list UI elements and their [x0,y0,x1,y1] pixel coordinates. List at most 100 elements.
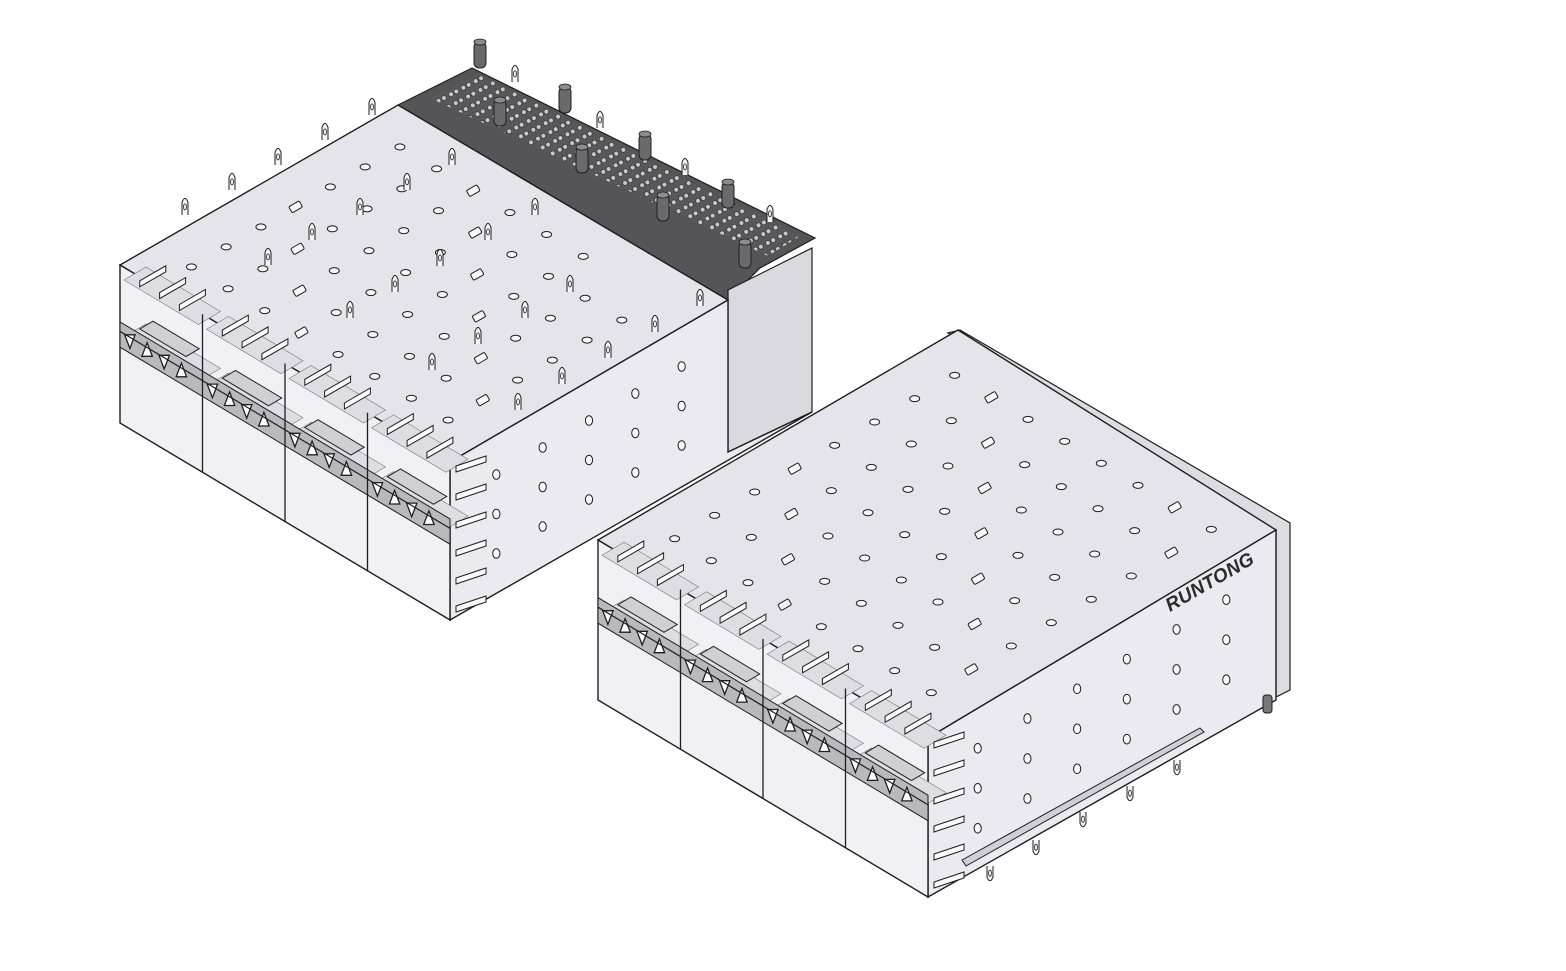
vent-hole [1059,437,1071,445]
side-hole [677,440,686,451]
vent-slot [290,242,305,255]
vent-hole [332,350,344,358]
press-fit-pins-bottom [986,760,1181,882]
vent-hole [892,621,904,629]
rear-pin-field [430,74,800,256]
emi-spring-slot [343,387,371,410]
emi-spring-slot [637,551,665,575]
emi-spring-slot [699,589,727,613]
vent-hole [825,487,837,495]
vent-hole [829,441,841,449]
guide-post-top [721,178,735,186]
press-fit-pin [1032,840,1040,856]
vent-slot [1164,546,1179,559]
vent-hole [815,623,827,631]
flange-slot [933,731,965,749]
vent-hole [506,250,518,258]
press-fit-pin-eye [438,254,442,262]
guide-post [738,241,752,269]
press-fit-pin [436,248,444,266]
press-fit-pin-eye [486,228,490,236]
vent-hole [220,243,232,251]
vent-hole [1052,528,1064,536]
guide-post [558,86,572,114]
vent-hole [369,372,381,380]
side-hole [538,442,547,453]
vent-slot [468,226,483,239]
vent-hole [512,376,524,384]
vent-hole [438,332,450,340]
press-fit-pin [766,204,774,222]
vent-hole [546,356,558,364]
vent-hole [328,267,340,275]
row-divider [119,330,451,529]
press-fit-pin-eye [450,153,454,161]
press-fit-pin [1079,812,1087,828]
vent-hole [949,371,961,379]
vent-hole [398,227,410,235]
vent-hole [709,511,721,519]
press-fit-pin-eye [683,163,687,171]
vent-slot [470,268,484,281]
side-hole [1172,624,1181,635]
vent-hole [935,553,947,561]
press-fit-pin-eye [533,203,537,211]
guide-post [575,146,589,174]
press-fit-pin [531,197,539,215]
vent-hole [1055,483,1067,491]
emi-spring-slot [904,712,932,735]
side-hole [677,361,686,372]
vent-slot [292,284,307,297]
cage-left [118,38,817,622]
vent-hole [742,579,754,587]
vent-hole [1095,459,1107,467]
vent-hole [865,463,877,471]
guide-post-top [493,96,507,104]
press-fit-pin-eye [476,332,480,340]
vent-hole [255,223,267,231]
port-grid-right [597,540,947,848]
side-hole [1073,683,1082,695]
press-fit-pin [428,352,436,370]
vent-holes-right [669,371,1231,889]
guide-post [721,181,735,209]
side-rail [961,727,1205,867]
emi-spring-slot [617,540,645,563]
side-hole [1222,674,1231,686]
press-fit-pin-eye [266,253,270,261]
vent-hole [431,165,443,173]
vent-hole [1205,525,1217,533]
press-fit-pin-eye [405,178,409,186]
vent-slot [981,436,995,449]
side-hole [631,427,640,439]
press-fit-pin-eye [348,306,352,314]
emi-spring-slot [426,436,454,460]
vent-hole [852,645,864,653]
side-hole [1023,713,1032,724]
flange-slot [455,455,487,473]
press-fit-pin [986,866,994,882]
side-hole [584,454,594,466]
vent-hole [1045,619,1057,627]
guide-post [473,41,487,69]
latch-tab [221,369,283,407]
side-hole [584,494,594,505]
vent-hole [433,207,444,215]
press-fit-pin-eye [560,372,564,380]
vent-slot [294,326,309,339]
vent-hole [405,394,417,402]
press-fit-pin-eye [598,116,602,124]
vent-hole [909,395,921,403]
press-fit-pin-eye [183,203,187,211]
vent-slot [472,310,486,323]
vent-hole [862,509,874,517]
press-fit-pin-eye [230,178,234,186]
side-hole [631,388,640,399]
vent-hole [855,599,867,607]
side-hole [1122,733,1131,745]
vent-hole [1009,597,1021,605]
vent-slot [474,352,488,365]
press-fit-pin [346,300,354,318]
flange-slot [455,595,487,613]
vent-slot [1167,501,1182,514]
